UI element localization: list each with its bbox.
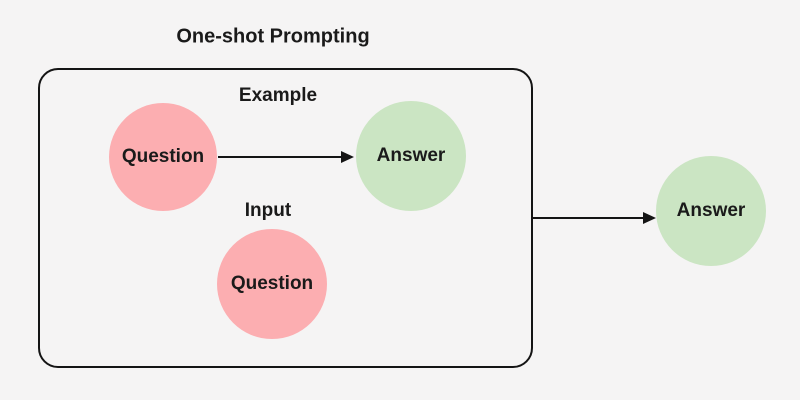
input-section-label: Input <box>244 200 292 221</box>
example-question-label: Question <box>121 146 205 167</box>
arrow-shaft <box>218 155 342 159</box>
input-question-node: Question <box>217 229 327 339</box>
arrow-head-icon <box>643 212 656 224</box>
arrow-shaft <box>533 216 644 220</box>
arrow-head-icon <box>341 151 354 163</box>
example-section-label: Example <box>238 85 318 106</box>
result-answer-node: Answer <box>656 156 766 266</box>
example-question-node: Question <box>109 103 217 211</box>
result-answer-label: Answer <box>676 200 746 221</box>
prompt-box <box>38 68 533 368</box>
example-answer-label: Answer <box>376 145 446 166</box>
input-question-label: Question <box>230 273 314 294</box>
diagram-title: One-shot Prompting <box>176 25 370 48</box>
example-answer-node: Answer <box>356 101 466 211</box>
